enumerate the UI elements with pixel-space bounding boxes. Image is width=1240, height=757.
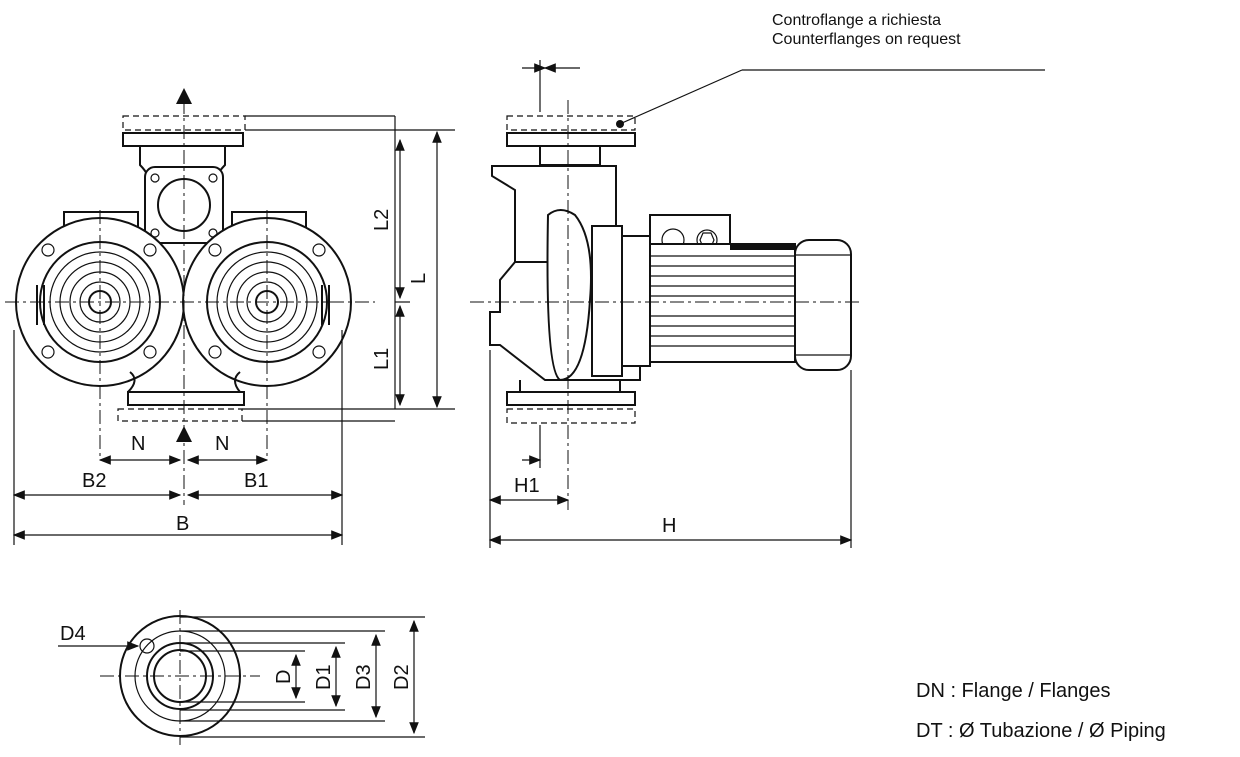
- dim-D: D: [273, 670, 295, 684]
- dim-L: L: [408, 273, 430, 284]
- dim-L1: L1: [371, 348, 393, 370]
- dim-D4: D4: [60, 623, 86, 645]
- note-line-2: Counterflanges on request: [772, 31, 961, 48]
- legend-dt: DT : Ø Tubazione / Ø Piping: [916, 720, 1166, 742]
- dim-L2: L2: [371, 209, 393, 231]
- front-view: [5, 88, 455, 545]
- note-line-1: Controflange a richiesta: [772, 12, 941, 29]
- dim-B: B: [176, 513, 189, 535]
- dim-B2: B2: [82, 470, 106, 492]
- dim-D3: D3: [353, 664, 375, 690]
- dim-H1: H1: [514, 475, 540, 497]
- legend-dn: DN : Flange / Flanges: [916, 680, 1111, 702]
- side-view: [470, 60, 1045, 548]
- dim-H: H: [662, 515, 676, 537]
- dim-N-left: N: [131, 433, 145, 455]
- flange-detail: [58, 610, 425, 745]
- dim-D1: D1: [313, 664, 335, 690]
- flow-in-arrow-icon: [176, 426, 192, 442]
- dim-N-right: N: [215, 433, 229, 455]
- dim-B1: B1: [244, 470, 268, 492]
- flow-out-arrow-icon: [176, 88, 192, 104]
- dim-D2: D2: [391, 664, 413, 690]
- motor-fins: [650, 255, 795, 347]
